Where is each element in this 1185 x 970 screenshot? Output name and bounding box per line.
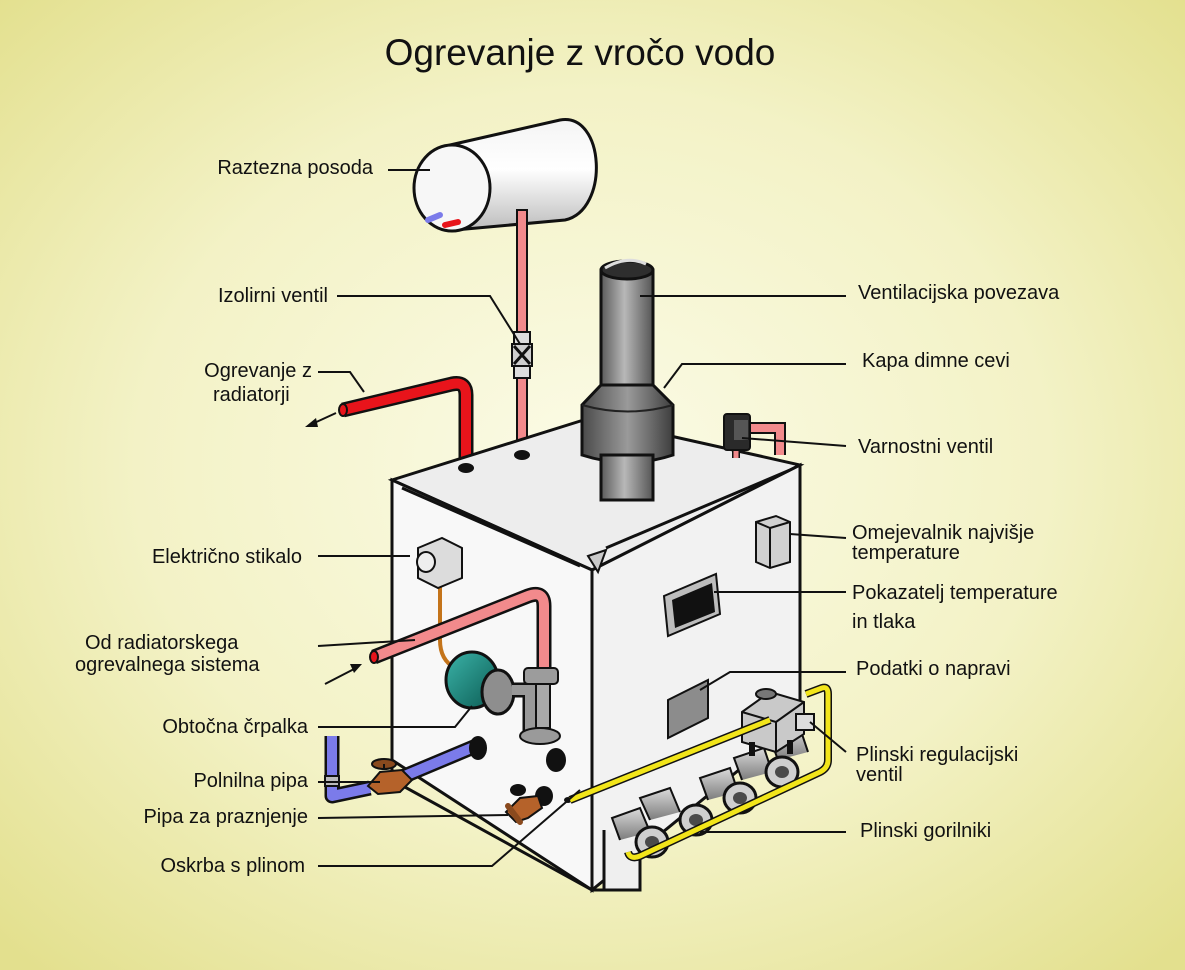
electric-switch [416,536,463,670]
label-fill-pipe: Polnilna pipa [193,770,308,792]
drain-valve [504,784,553,825]
expansion-stub [514,450,530,460]
hot-supply-pipe [341,378,471,466]
label-radiator-heating-2: radiatorji [213,384,290,406]
flow-arrow-in [350,664,362,673]
label-vent-connection: Ventilacijska povezava [858,282,1060,304]
label-safety-valve: Varnostni ventil [858,436,994,458]
expansion-tank [412,118,598,233]
label-from-radiator-2: ogrevalnega sistema [75,654,260,676]
label-temp-pressure-1: Pokazatelj temperature [852,582,1058,604]
circulation-pump [444,650,566,772]
label-electric-switch: Električno stikalo [151,546,302,568]
label-gas-valve-1: Plinski regulacijski [856,744,1019,766]
flue-cap [580,383,675,502]
gas-line [568,683,832,862]
temperature-pressure-gauge [662,572,722,638]
label-radiator-heating-1: Ogrevanje z [204,360,312,382]
label-temp-pressure-2: in tlaka [852,611,916,633]
label-high-limit-1: Omejevalnik najvišje [852,522,1035,544]
supply-stub [458,463,474,473]
label-from-radiator-1: Od radiatorskega [85,632,239,654]
data-plate [667,678,709,740]
isolation-valve [511,331,533,379]
fill-valve [366,758,414,796]
safety-valve [723,413,786,458]
label-device-data: Podatki o napravi [856,658,1011,680]
return-pipe [372,589,549,670]
label-high-limit-2: temperature [852,542,960,564]
label-circulation-pump: Obtočna črpalka [162,716,308,738]
diagram-title: Ogrevanje z vročo vodo [384,32,776,73]
label-flue-cap: Kapa dimne cevi [862,350,1010,372]
high-limit-control [755,514,791,570]
label-expansion-tank: Raztezna posoda [217,157,373,179]
leader-lines [317,169,847,867]
flow-arrow-out [305,418,318,427]
label-drain-pipe: Pipa za praznjenje [143,806,308,828]
gas-control-valve [741,688,815,756]
label-gas-burners: Plinski gorilniki [860,820,992,842]
label-gas-valve-2: ventil [856,764,903,786]
label-isolation-valve: Izolirni ventil [217,285,328,307]
label-gas-supply: Oskrba s plinom [160,855,306,877]
